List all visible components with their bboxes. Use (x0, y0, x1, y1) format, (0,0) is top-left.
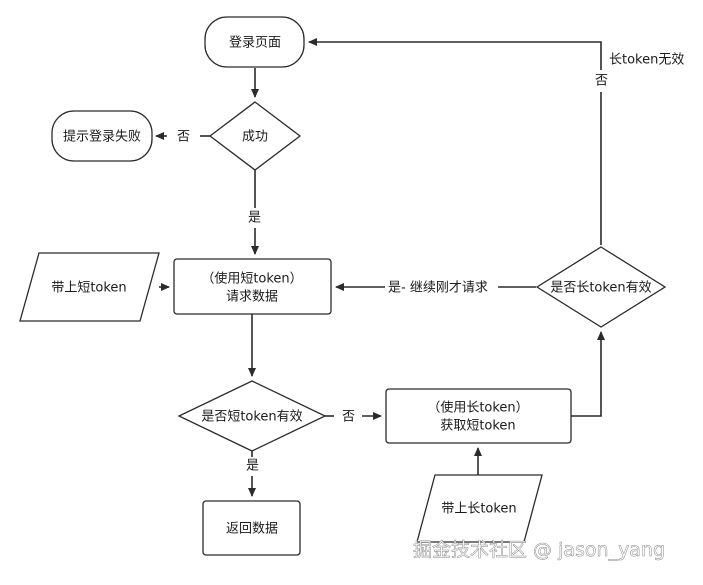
edge-longvalid-to-login (308, 38, 602, 70)
short-token-input-label: 带上短token (51, 281, 126, 296)
edge-label-retry: 是- 继续刚才请求 (388, 281, 488, 296)
edge-label-long-no: 否 (595, 74, 608, 89)
short-valid-label: 是否短token有效 (201, 410, 302, 425)
short-valid-decision (177, 380, 327, 452)
success-label: 成功 (242, 130, 268, 145)
request-label-line1: （使用短token） (201, 271, 302, 287)
watermark: 掘金技术社区 @ jason_yang (413, 539, 665, 561)
request-node (173, 258, 332, 315)
request-label-line2: 请求数据 (226, 290, 278, 305)
long-valid-label: 是否长token有效 (550, 281, 651, 296)
edge-get-to-longvalid (571, 331, 605, 417)
edge-label-success-yes: 是 (248, 211, 261, 226)
edge-label-short-yes: 是 (246, 459, 259, 474)
long-token-input-label: 带上长token (441, 502, 516, 517)
edge-label-fail-no: 否 (177, 130, 190, 145)
success-decision (208, 101, 302, 171)
edge-label-long-invalid: 长token无效 (609, 53, 684, 68)
login-fail-label: 提示登录失败 (63, 129, 141, 145)
short-token-input (19, 252, 160, 322)
long-valid-decision (535, 246, 667, 328)
edge-label-short-no: 否 (342, 410, 355, 425)
long-token-input (416, 474, 543, 543)
return-data-node (202, 500, 301, 556)
get-short-token-line1: （使用长token） (427, 400, 528, 416)
login-page-label: 登录页面 (229, 36, 281, 51)
get-short-token-node (385, 388, 572, 444)
return-data-label: 返回数据 (226, 522, 278, 537)
get-short-token-line2: 获取短token (440, 419, 515, 434)
login-page-node (204, 16, 305, 68)
login-fail-node (51, 110, 153, 162)
